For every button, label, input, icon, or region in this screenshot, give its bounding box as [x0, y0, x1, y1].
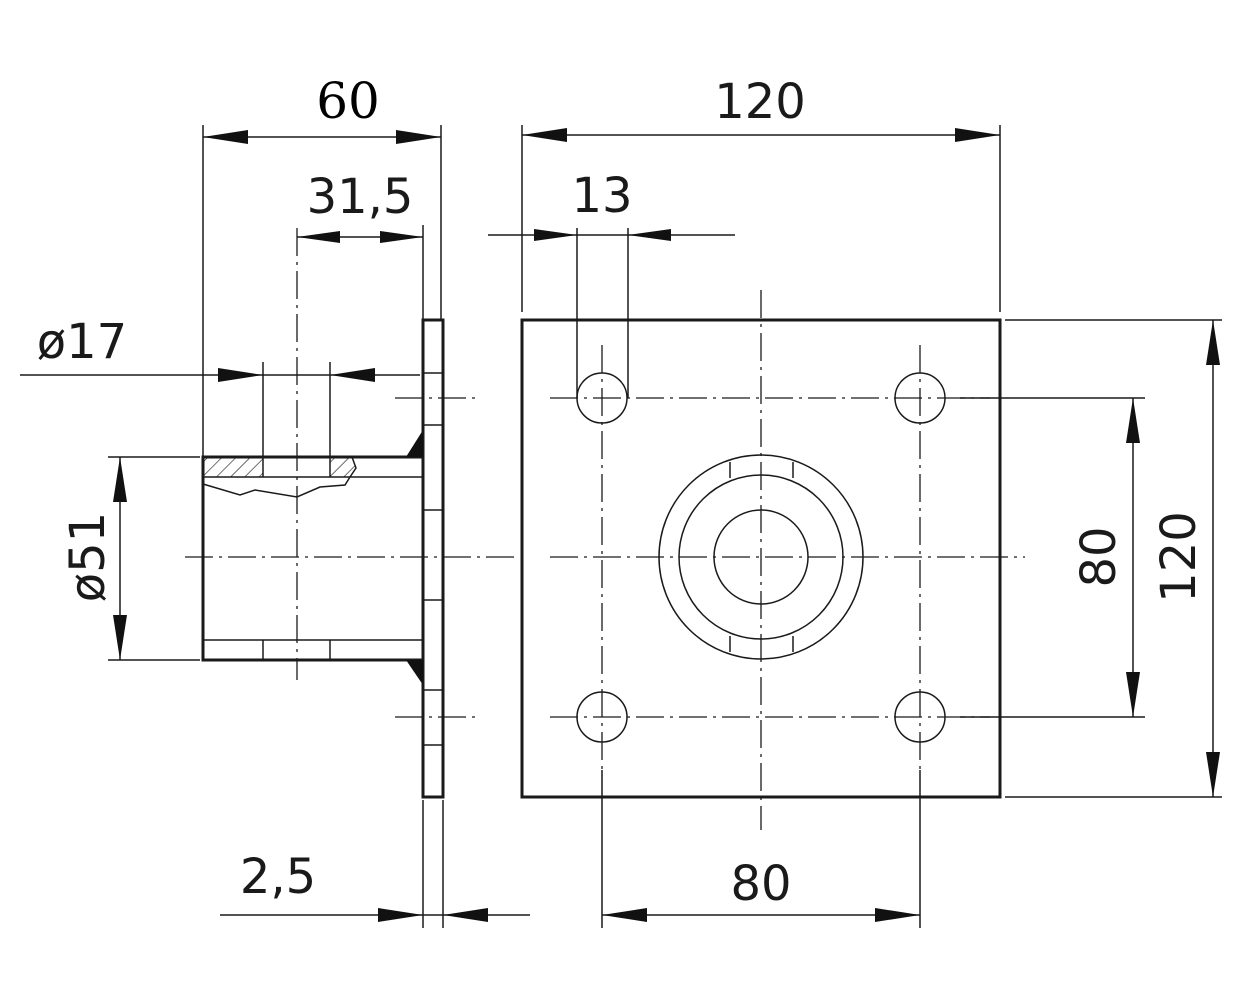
tube-outline [201, 455, 425, 662]
weld-icon [406, 430, 423, 457]
front-view [520, 290, 1025, 830]
dim-total-length: 60 [316, 72, 380, 130]
dim-bolt-spacing-h: 80 [730, 856, 791, 912]
dim-bolt-spacing-v: 80 [1071, 526, 1127, 587]
dimension-lines [20, 125, 1222, 928]
plate-side [421, 318, 445, 799]
dim-plate-width: 120 [714, 74, 806, 130]
dim-tube-diameter: ø51 [60, 512, 116, 602]
arrowheads [113, 128, 1220, 922]
dim-plate-thickness: 2,5 [240, 849, 316, 905]
dim-bolt-hole: 13 [571, 168, 632, 224]
dim-hole-offset: 31,5 [307, 169, 414, 225]
weld-icon [406, 660, 423, 685]
side-view [185, 228, 520, 799]
dim-hole-diameter: ø17 [37, 314, 127, 370]
dim-plate-height: 120 [1151, 511, 1207, 603]
